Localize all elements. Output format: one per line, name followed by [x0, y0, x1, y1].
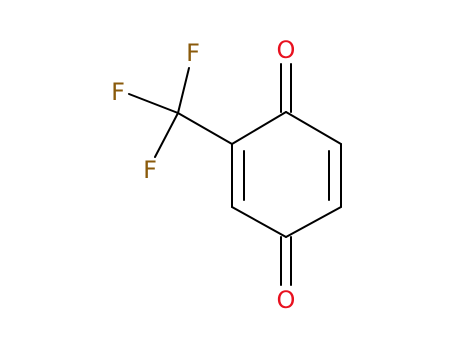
bond-c-f-bottom [154, 112, 179, 158]
bond-c-f-top [177, 67, 190, 114]
bond-c4-c5 [231, 206, 287, 238]
fluorine-left-label: F [111, 78, 125, 106]
bond-c1-c2 [285, 111, 342, 145]
bond-c3-c4 [285, 206, 342, 238]
oxygen-bottom-label: O [277, 286, 296, 314]
bond-c-f-left [128, 93, 179, 114]
fluorine-top-label: F [186, 39, 200, 67]
bond-ring-cf3 [177, 112, 233, 145]
oxygen-top-label: O [277, 36, 296, 64]
fluorine-bottom-label: F [143, 156, 157, 184]
bond-c6-c1 [231, 111, 287, 145]
